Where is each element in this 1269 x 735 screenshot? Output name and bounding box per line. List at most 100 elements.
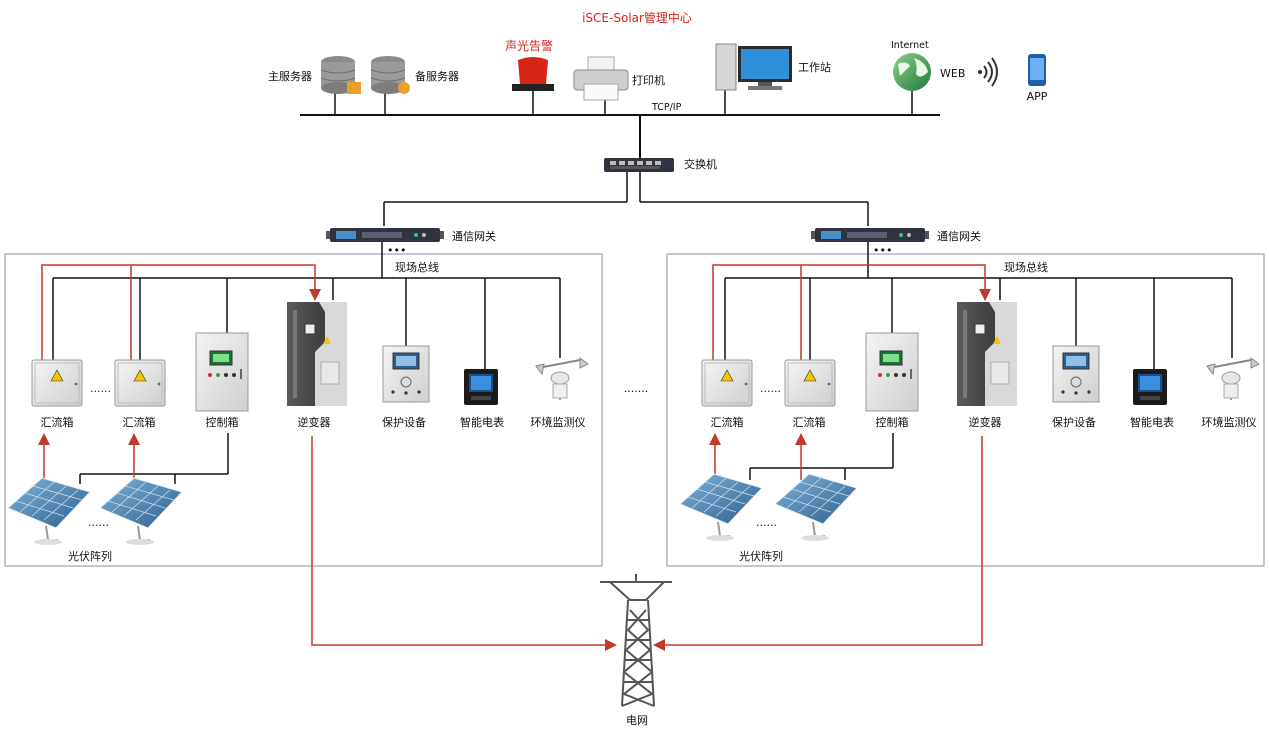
ac-output-line [311,436,617,651]
gateway-dots: ••• [873,244,892,257]
station-frame [4,253,603,567]
printer: 打印机 [573,56,665,101]
station-left: 通信网关 ••• 现场总线 汇流箱 ...... 汇流箱 控制箱 [4,228,617,651]
weather-station-icon [1206,357,1260,401]
station-right: 通信网关 ••• 现场总线 汇流箱 ...... 汇流箱 控制箱 逆变器 [653,228,1265,651]
main-server: 主服务器 [268,56,361,94]
pv-array: ...... 光伏阵列 [679,473,858,563]
database-server-icon [370,56,410,94]
protocol-label: TCP/IP [651,102,682,113]
environment-monitor: 环境监测仪 [531,357,589,429]
control-box: 控制箱 [865,332,919,429]
stations-ellipsis: ....... [624,382,648,395]
smart-meter-label: 智能电表 [1130,415,1174,429]
combiner-box-label: 汇流箱 [793,415,826,429]
smart-meter-label: 智能电表 [460,415,504,429]
alarm-light-icon [512,57,554,91]
fieldbus-label: 现场总线 [1004,260,1048,274]
combiner-box-1: 汇流箱 [701,359,753,429]
solar-panel-icon [99,477,183,546]
pv-array-label: 光伏阵列 [739,549,783,563]
smartphone-icon [1028,54,1046,86]
combiner-ellipsis: ...... [760,382,781,395]
protection-device: 保护设备 [1052,345,1100,429]
gateway-device-icon [811,228,929,242]
inverter: 逆变器 [286,301,348,429]
alarm-label: 声光告警 [505,38,553,53]
transmission-tower-icon [600,574,672,707]
database-server-icon [320,56,361,94]
fieldbus-label: 现场总线 [395,260,439,274]
combiner-box-label: 汇流箱 [123,415,156,429]
main-server-label: 主服务器 [268,70,312,83]
control-box-label: 控制箱 [206,415,239,429]
network-switch-icon [604,158,674,172]
combiner-box-icon [784,359,836,407]
communication-gateway: 通信网关 ••• [811,228,981,257]
printer-label: 打印机 [632,73,665,87]
computer-icon [715,43,792,91]
gateway-device-icon [326,228,444,242]
environment-monitor-label: 环境监测仪 [1202,415,1257,429]
backup-server: 备服务器 [370,56,459,94]
control-cabinet-icon [865,332,919,412]
inverter-label: 逆变器 [969,415,1002,429]
power-meter-icon [1133,369,1167,405]
combiner-box-label: 汇流箱 [711,415,744,429]
smart-meter: 智能电表 [1130,369,1174,429]
control-cabinet-icon [195,332,249,412]
smart-meter: 智能电表 [460,369,504,429]
switch-label: 交换机 [684,157,717,171]
protection-relay-icon [1052,345,1100,403]
protection-device-label: 保护设备 [1052,415,1096,429]
gateway-label: 通信网关 [452,229,496,243]
combiner-box-2: 汇流箱 [114,359,166,429]
workstation-label: 工作站 [798,60,831,74]
diagram-title: iSCE-Solar管理中心 [582,10,692,25]
station-frame [666,253,1265,567]
switch: 交换机 [604,157,717,172]
solar-panel-icon [774,473,858,542]
app: APP [1027,54,1048,103]
combiner-box-1: 汇流箱 [31,359,83,429]
protection-relay-icon [382,345,430,403]
globe-icon [893,53,931,91]
combiner-box-2: 汇流箱 [784,359,836,429]
pv-array: ...... 光伏阵列 [7,477,183,563]
printer-icon [573,56,629,101]
gateway-dots: ••• [387,244,406,257]
wireless-signal-icon [978,57,998,87]
combiner-box-icon [114,359,166,407]
pv-ellipsis: ...... [756,516,777,529]
solar-panel-icon [7,477,91,546]
web-label: WEB [940,67,965,80]
ac-output-line [653,436,983,651]
switch-to-gateway-links [383,172,869,226]
inverter-cabinet-icon [286,301,348,407]
protection-device-label: 保护设备 [382,415,426,429]
app-label: APP [1027,90,1048,103]
environment-monitor: 环境监测仪 [1202,357,1260,429]
pv-array-label: 光伏阵列 [68,549,112,563]
workstation: 工作站 [715,43,831,91]
internet: Internet WEB [891,40,998,91]
inverter-label: 逆变器 [298,415,331,429]
internet-label: Internet [891,40,929,51]
combiner-box-icon [701,359,753,407]
grid-label: 电网 [626,714,648,727]
inverter: 逆变器 [956,301,1018,429]
control-box: 控制箱 [195,332,249,429]
combiner-ellipsis: ...... [90,382,111,395]
power-grid: 电网 [600,574,672,727]
environment-monitor-label: 环境监测仪 [531,415,586,429]
inverter-cabinet-icon [956,301,1018,407]
tcp-ip-backbone: TCP/IP [300,90,940,158]
protection-device: 保护设备 [382,345,430,429]
weather-station-icon [535,357,589,401]
power-meter-icon [464,369,498,405]
solar-panel-icon [679,473,763,542]
combiner-box-label: 汇流箱 [41,415,74,429]
control-box-label: 控制箱 [876,415,909,429]
gateway-label: 通信网关 [937,229,981,243]
